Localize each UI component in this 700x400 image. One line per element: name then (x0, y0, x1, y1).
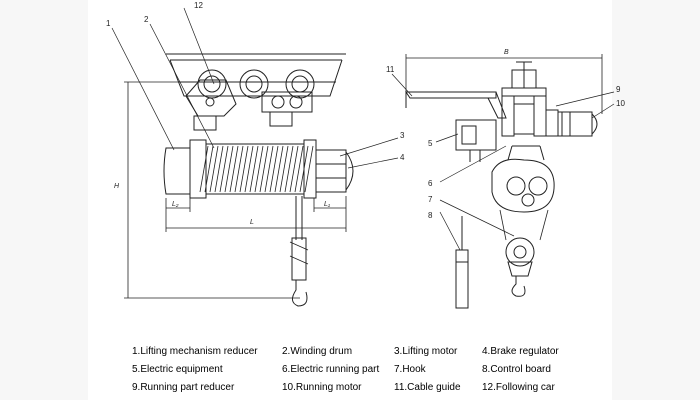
rope-hatch-line (284, 145, 294, 193)
side-ropes (499, 209, 549, 241)
callout-11: 11 (386, 65, 395, 74)
rope-hatch-line (274, 145, 284, 193)
front-hook-assembly (289, 196, 309, 307)
control-board (455, 216, 469, 309)
side-leaders (391, 73, 615, 251)
rope-hatch-line (229, 145, 239, 193)
rope-hatch-line (294, 145, 304, 193)
side-drum (491, 145, 555, 213)
callout-1: 1 (106, 19, 111, 28)
rope-hatch-line (259, 145, 269, 193)
running-motor (545, 109, 598, 137)
right-margin-band (612, 0, 700, 400)
cable-guide (405, 91, 507, 119)
dimension-L: L (250, 219, 254, 226)
dimension-L2: L₂ (172, 201, 179, 208)
rope-hatch-line (249, 145, 259, 193)
legend-item-8: 8.Control board (482, 364, 551, 375)
rope-hatch-line (214, 145, 224, 193)
dimension-B: B (504, 49, 509, 56)
callout-12: 12 (194, 1, 203, 10)
rope-hatch-line (209, 145, 219, 193)
side-trolley (501, 61, 547, 137)
i-beam-rail (166, 53, 346, 97)
callout-6: 6 (428, 179, 433, 188)
rope-hatch-line (264, 145, 274, 193)
rope-hatch-line (269, 145, 279, 193)
electric-equipment (455, 119, 497, 162)
rope-hatch-line (219, 145, 229, 193)
rope-hatch-line (234, 145, 244, 193)
rope-hatch-line (279, 145, 289, 193)
trolley-running-gear (185, 69, 315, 131)
rope-hatch-line (204, 145, 214, 193)
callout-8: 8 (428, 211, 433, 220)
legend-item-3: 3.Lifting motor (394, 346, 458, 357)
legend-item-4: 4.Brake regulator (482, 346, 559, 357)
rope-hatch-line (254, 145, 264, 193)
front-dimensions (124, 81, 347, 299)
dimension-H: H (114, 183, 120, 190)
dimension-L1: L₁ (324, 201, 331, 208)
rope-hatch-line (299, 145, 309, 193)
rope-hatch-line (304, 145, 314, 193)
side-view (391, 54, 615, 309)
callout-10: 10 (616, 99, 625, 108)
winding-drum-rope-hatch (199, 145, 314, 193)
callout-4: 4 (400, 153, 405, 162)
legend-item-5: 5.Electric equipment (132, 364, 223, 375)
callout-7: 7 (428, 195, 433, 204)
side-hook-block (505, 237, 535, 297)
legend-item-1: 1.Lifting mechanism reducer (132, 346, 258, 357)
rope-hatch-line (239, 145, 249, 193)
legend-item-6: 6.Electric running part (282, 364, 380, 375)
legend-item-10: 10.Running motor (282, 382, 362, 393)
rope-hatch-line (244, 145, 254, 193)
callout-3: 3 (400, 131, 405, 140)
hoist-body (163, 139, 354, 199)
front-view (111, 7, 399, 307)
callout-5: 5 (428, 139, 433, 148)
legend-item-11: 11.Cable guide (394, 382, 461, 393)
left-margin-band (0, 0, 88, 400)
callout-2: 2 (144, 15, 149, 24)
legend-item-7: 7.Hook (394, 364, 426, 375)
front-leaders (111, 7, 399, 169)
legend-item-2: 2.Winding drum (282, 346, 353, 357)
rope-hatch-line (199, 145, 209, 193)
legend-item-9: 9.Running part reducer (132, 382, 235, 393)
rope-hatch-line (224, 145, 234, 193)
side-dimensions (405, 54, 603, 114)
legend-item-12: 12.Following car (482, 382, 555, 393)
callout-9: 9 (616, 85, 621, 94)
rope-hatch-line (289, 145, 299, 193)
callout-labels: 1 2 12 3 4 11 9 10 5 6 7 8 H L L₂ L₁ B (106, 1, 625, 226)
